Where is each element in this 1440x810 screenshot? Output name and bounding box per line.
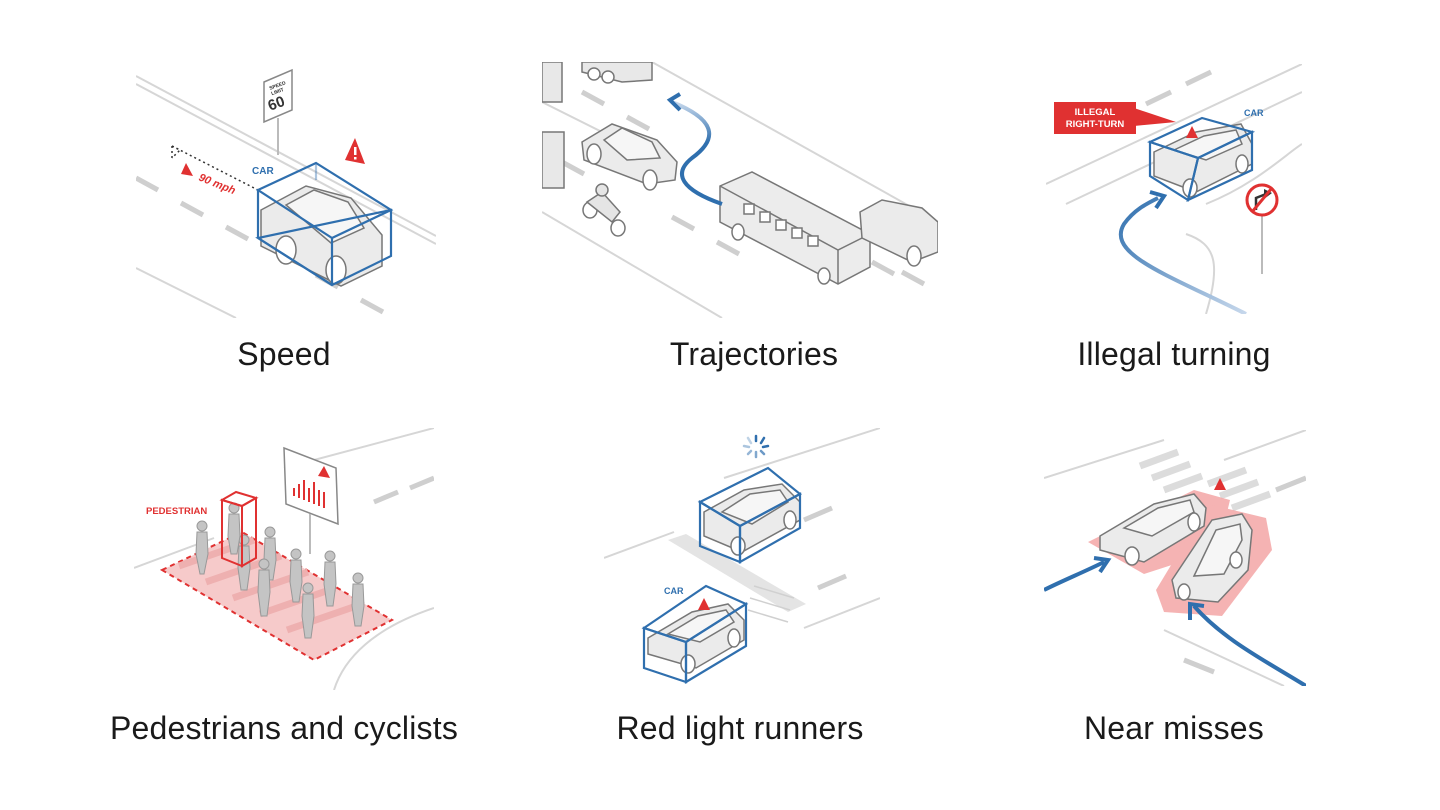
- pedestrians-illustration: PEDESTRIAN: [134, 428, 434, 690]
- warning-icon: [1186, 126, 1198, 138]
- car-icon: [260, 185, 383, 287]
- caption-speed: Speed: [237, 336, 331, 372]
- car-label: CAR: [664, 586, 684, 596]
- arrow-icon: [1093, 556, 1112, 574]
- warning-icon: [698, 598, 710, 610]
- arrow-icon: [171, 145, 182, 159]
- pedestrian-label: PEDESTRIAN: [146, 506, 207, 517]
- car-icon: [581, 123, 678, 191]
- svg-text:60: 60: [266, 93, 287, 115]
- car-bounding-box: [641, 584, 749, 684]
- car-label: CAR: [252, 166, 274, 177]
- caption-illegal-turning: Illegal turning: [1077, 336, 1271, 372]
- car-icon: [1153, 123, 1253, 198]
- caption-pedestrians: Pedestrians and cyclists: [109, 710, 459, 746]
- svg-text:SPEED: SPEED: [269, 80, 287, 92]
- motorcycle-icon: [582, 183, 626, 237]
- car-bounding-box: [697, 466, 802, 564]
- car-icon: [1171, 513, 1253, 603]
- speed-limit-sign: SPEED LIMIT 60: [263, 68, 293, 124]
- red-light-illustration: CAR: [604, 428, 880, 690]
- near-misses-illustration: [1044, 430, 1306, 686]
- truck-icon: [542, 62, 653, 189]
- caption-trajectories: Trajectories: [669, 336, 839, 372]
- speed-readout: 90 mph: [181, 163, 237, 197]
- car-bounding-box: [255, 161, 394, 287]
- illegal-turning-illustration: ILLEGAL RIGHT-TURN CAR: [1046, 64, 1302, 314]
- bus-icon: [719, 171, 871, 285]
- arrow-icon: [1188, 601, 1205, 620]
- caption-near-misses: Near misses: [1083, 710, 1265, 746]
- car-bounding-box: [1147, 116, 1256, 202]
- signal-panel: [283, 446, 339, 554]
- car-icon: [859, 199, 938, 267]
- car-icon: [1099, 493, 1207, 566]
- caption-red-light: Red light runners: [616, 710, 864, 746]
- speed-illustration: SPEED LIMIT 60 90 mph CAR: [136, 60, 436, 318]
- svg-text:RIGHT-TURN: RIGHT-TURN: [1066, 119, 1125, 130]
- arrow-icon: [1149, 190, 1168, 210]
- traffic-signal-icon: [742, 434, 770, 459]
- no-right-turn-icon: [1245, 183, 1279, 217]
- car-label: CAR: [1244, 108, 1264, 118]
- pedestrian-icon: [195, 502, 365, 639]
- warning-icon: [1214, 478, 1226, 490]
- warning-icon: [345, 138, 365, 164]
- warning-icon: [318, 466, 330, 478]
- illegal-turn-callout: ILLEGAL RIGHT-TURN: [1054, 102, 1176, 134]
- svg-text:LIMIT: LIMIT: [270, 87, 284, 97]
- arrow-icon: [666, 92, 682, 112]
- svg-text:ILLEGAL: ILLEGAL: [1075, 107, 1116, 118]
- trajectories-illustration: [542, 62, 938, 318]
- pedestrian-bounding-box: [219, 490, 259, 568]
